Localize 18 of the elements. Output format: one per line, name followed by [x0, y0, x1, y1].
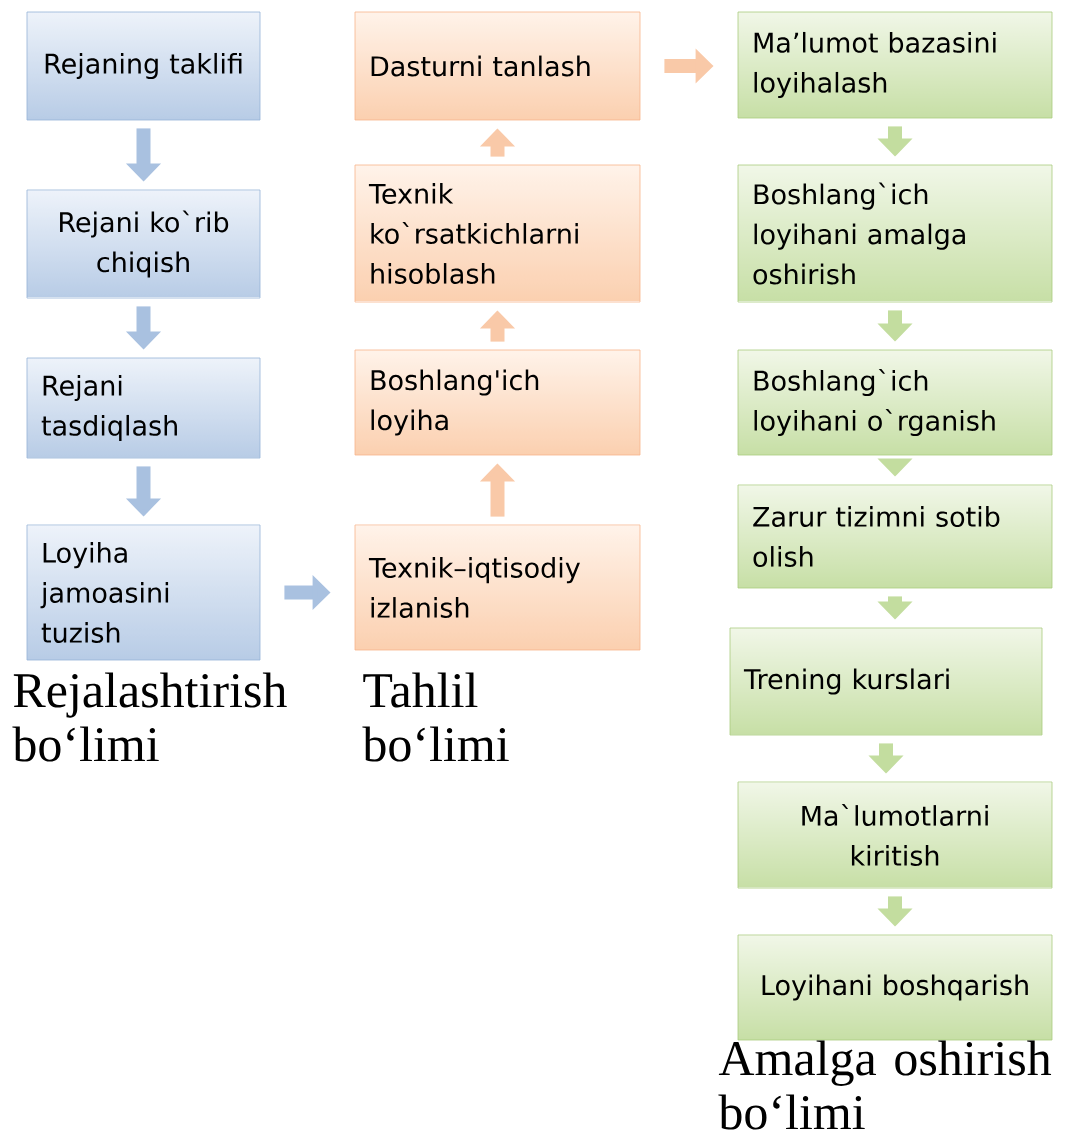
process-box: Trening kurslari: [729, 627, 1043, 736]
process-box: Dasturni tanlash: [354, 11, 641, 121]
process-box: Boshlang`ich loyihani amalga oshirish: [737, 164, 1053, 303]
process-box: Rejaning taklifi: [26, 11, 261, 121]
process-box: Boshlang'ich loyiha: [354, 349, 641, 456]
process-box: Ma’lumot bazasini loyihalash: [737, 11, 1053, 119]
section-label: Tahlil bo‘limi: [362, 672, 509, 762]
process-box: Boshlang`ich loyihani o`rganish: [737, 349, 1053, 456]
process-box: Zarur tizimni sotib olish: [737, 484, 1053, 589]
process-box: Loyihani boshqarish: [737, 934, 1053, 1041]
section-label: Amalga oshirish bo‘limi: [718, 1040, 1052, 1130]
section-label: Rejalashtirish bo‘limi: [12, 672, 287, 762]
process-box: Rejani ko`rib chiqish: [26, 189, 261, 299]
process-box: Rejani tasdiqlash: [26, 357, 261, 459]
process-box: Loyiha jamoasini tuzish: [26, 524, 261, 661]
process-box: Texnik ko`rsatkichlarni hisoblash: [354, 164, 641, 303]
process-box: Ma`lumotlarni kiritish: [737, 781, 1053, 889]
process-box: Texnik–iqtisodiy izlanish: [354, 524, 641, 651]
